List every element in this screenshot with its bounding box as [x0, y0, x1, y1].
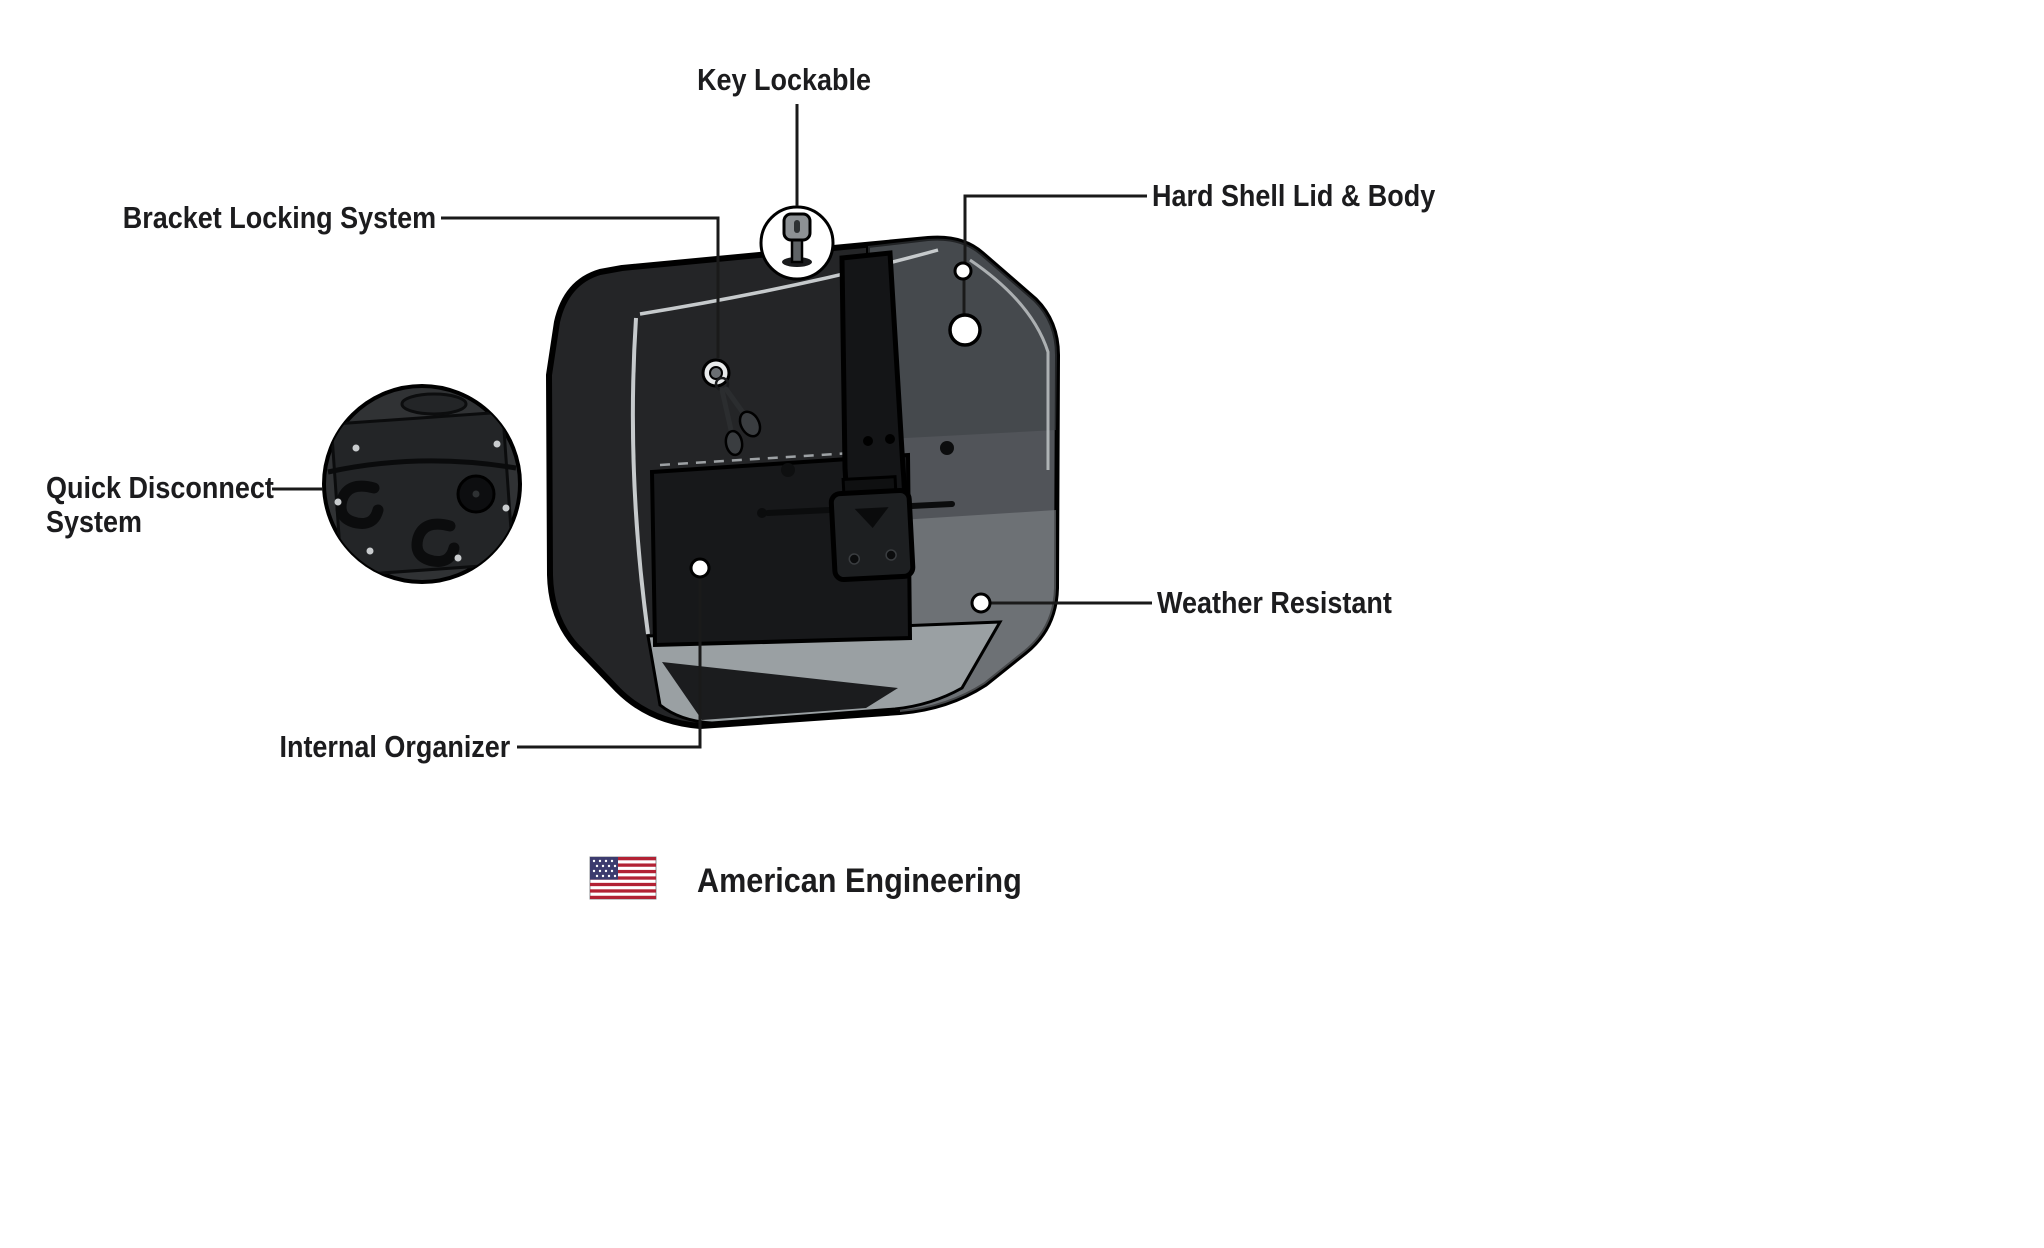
callout-label-weather-resistant: Weather Resistant — [1157, 585, 1392, 620]
buckle-plate — [828, 487, 916, 583]
quick-disconnect-line1: Quick Disconnect — [46, 470, 274, 505]
buckle-screw-left — [848, 553, 861, 565]
callout-lines — [272, 104, 1152, 749]
key-icon — [759, 205, 835, 281]
key-head-slot — [794, 220, 800, 233]
lid-seam-top — [639, 248, 939, 316]
hanging-key-1-stem — [723, 386, 747, 417]
hanging-key-1-head — [738, 410, 762, 438]
inset-rivet-3 — [366, 547, 374, 555]
callout-line-bracket-locking — [441, 216, 720, 358]
inset-rivet-4 — [454, 554, 462, 562]
inset-disc-center — [472, 490, 480, 498]
callout-label-bracket-locking: Bracket Locking System — [122, 200, 436, 235]
saddlebag-front-flap — [662, 662, 898, 720]
callout-dot-internal-organizer — [689, 557, 711, 579]
inset-rivet-6 — [502, 504, 510, 512]
flag-canton — [590, 857, 618, 880]
inset-rivet-1 — [352, 444, 360, 452]
inset-rivet-2 — [493, 440, 501, 448]
callout-line-hard-shell — [962, 194, 1147, 314]
callout-label-key-lockable: Key Lockable — [697, 62, 871, 97]
inset-handle — [400, 392, 468, 416]
buckle-screw-right — [885, 549, 897, 561]
quick-disconnect-line2: System — [46, 504, 142, 539]
lid-seam-left — [630, 317, 650, 635]
hanging-key-2-head — [724, 429, 744, 457]
saddlebag-illustration — [546, 205, 1060, 729]
lid-seam-right — [969, 258, 1050, 470]
callout-line-internal-organizer — [517, 578, 702, 749]
case-rivet — [940, 441, 954, 455]
buckle-latch — [854, 507, 889, 528]
inset-rivet-5 — [334, 498, 342, 506]
rod-end-cap — [757, 508, 767, 518]
strap-hole-right — [885, 434, 895, 444]
footer-tagline: American Engineering — [697, 862, 1022, 900]
callout-dot-hard-shell-small — [953, 261, 973, 281]
callout-label-quick-disconnect: Quick Disconnect System — [46, 471, 274, 539]
inset-hook-left — [335, 480, 384, 529]
buckle — [828, 475, 916, 583]
inset-lacing — [327, 458, 517, 475]
strap-hole-left — [863, 436, 873, 446]
hanging-key-2-stem — [719, 387, 734, 433]
organizer-knob — [781, 463, 795, 477]
inset-hook-right — [411, 518, 460, 567]
lock-cylinder — [709, 366, 723, 380]
quick-disconnect-inset — [322, 384, 522, 584]
callout-dot-hard-shell-large — [948, 313, 982, 347]
lock-icon — [701, 358, 762, 457]
callout-dot-weather-resistant — [970, 592, 992, 614]
us-flag-icon — [589, 856, 657, 900]
callout-label-internal-organizer: Internal Organizer — [279, 729, 510, 764]
callout-label-hard-shell: Hard Shell Lid & Body — [1152, 178, 1436, 213]
